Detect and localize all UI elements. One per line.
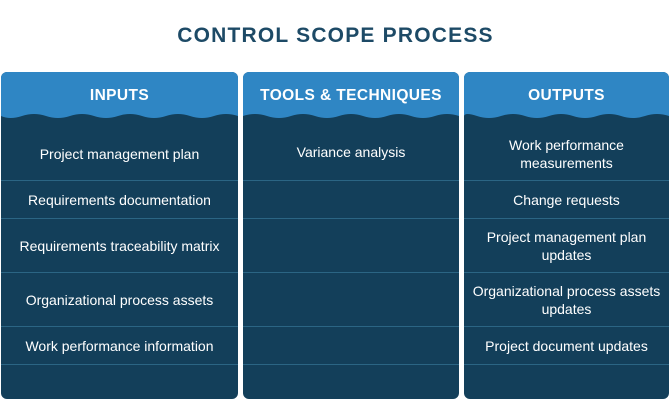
row-divider	[243, 218, 459, 219]
row-divider	[464, 364, 669, 365]
row-divider	[1, 180, 238, 181]
inputs-header: INPUTS	[1, 72, 238, 122]
row-divider	[1, 272, 238, 273]
list-item: Variance analysis	[296, 144, 406, 160]
list-item: Requirements documentation	[28, 191, 211, 208]
list-item: Organizational process assets	[25, 291, 214, 308]
tools-techniques-header: TOOLS & TECHNIQUES	[243, 72, 459, 122]
row-divider	[243, 180, 459, 181]
list-item: Work performance measurements	[509, 136, 624, 171]
inputs-column: INPUTS Project management plan Requireme…	[1, 72, 238, 399]
list-item: Organizational process assets updates	[472, 282, 661, 317]
row-divider	[1, 218, 238, 219]
row-divider	[1, 326, 238, 327]
wave-header-shape	[243, 72, 459, 118]
tools-techniques-column: TOOLS & TECHNIQUES Variance analysis	[243, 72, 459, 399]
list-item: Change requests	[513, 191, 620, 208]
outputs-column: OUTPUTS Work performance measurements Ch…	[464, 72, 669, 399]
row-divider	[243, 272, 459, 273]
row-divider	[464, 218, 669, 219]
list-item: Project document updates	[485, 337, 648, 354]
row-divider	[464, 326, 669, 327]
row-divider	[1, 364, 238, 365]
wave-header-shape	[1, 72, 238, 118]
tools-techniques-heading: TOOLS & TECHNIQUES	[260, 87, 442, 104]
inputs-heading: INPUTS	[89, 87, 150, 104]
diagram-title: CONTROL SCOPE PROCESS	[177, 24, 494, 47]
outputs-heading: OUTPUTS	[528, 87, 605, 104]
row-divider	[243, 364, 459, 365]
row-divider	[464, 272, 669, 273]
list-item: Project management plan	[39, 145, 200, 162]
outputs-header: OUTPUTS	[464, 72, 669, 122]
list-item: Requirements traceability matrix	[19, 237, 220, 254]
list-item: Work performance information	[25, 337, 214, 354]
row-divider	[464, 180, 669, 181]
row-divider	[243, 326, 459, 327]
list-item: Project management plan updates	[486, 228, 647, 263]
wave-header-shape	[464, 72, 669, 118]
